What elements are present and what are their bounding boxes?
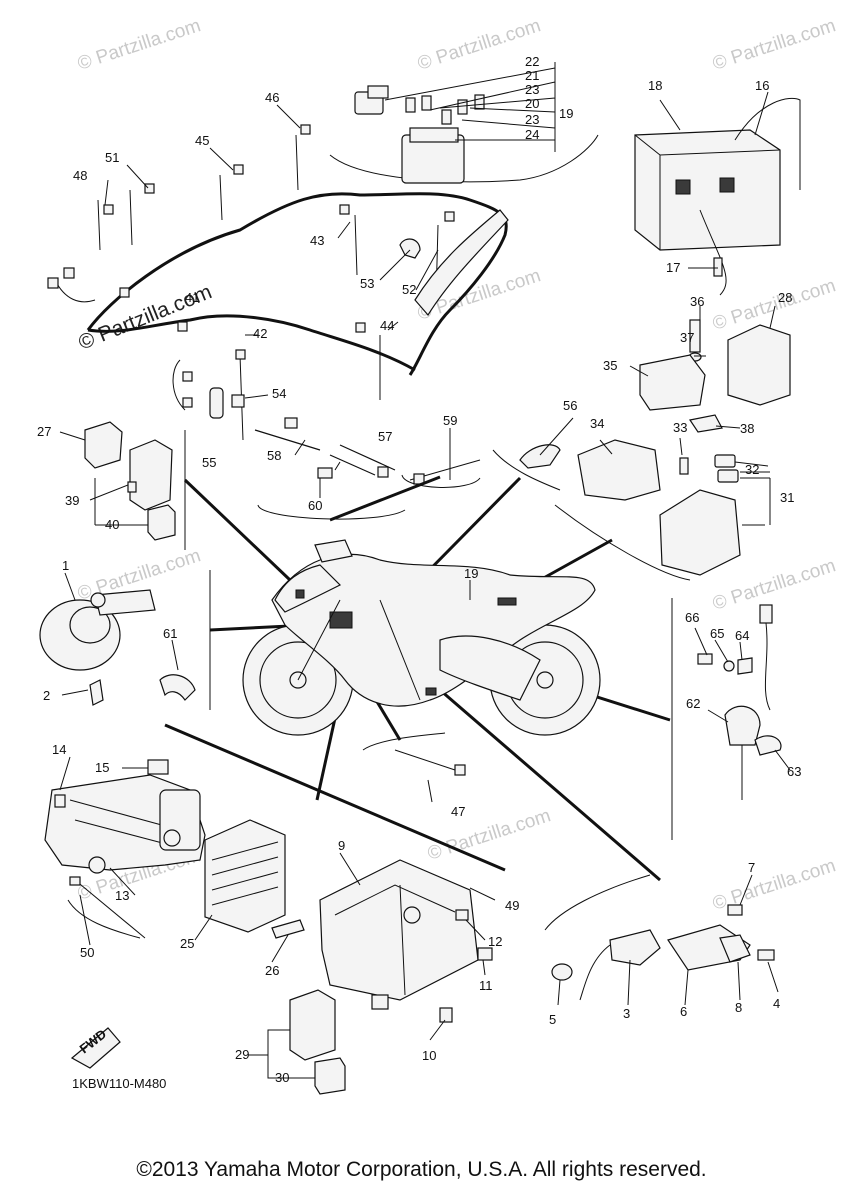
callout-63: 63 [787, 764, 801, 779]
watermark: © Partzilla.com [425, 805, 553, 865]
callout-55: 55 [202, 455, 216, 470]
callout-66: 66 [685, 610, 699, 625]
neutral-switch [697, 604, 782, 800]
callout-16: 16 [755, 78, 769, 93]
callout-leaders [59, 62, 791, 1079]
watermark: © Partzilla.com [75, 15, 203, 75]
callout-59: 59 [443, 413, 457, 428]
relays-left [84, 421, 176, 541]
callout-6: 6 [680, 1004, 687, 1019]
callout-29: 29 [235, 1047, 249, 1062]
callout-57: 57 [378, 429, 392, 444]
motorcycle [242, 539, 601, 736]
callout-7: 7 [748, 860, 755, 875]
watermark: © Partzilla.com [710, 15, 838, 75]
callout-1: 1 [62, 558, 69, 573]
watermark: © Partzilla.com [710, 275, 838, 335]
relay-parts-right [519, 319, 791, 576]
callout-26: 26 [265, 963, 279, 978]
callout-50: 50 [80, 945, 94, 960]
callout-40: 40 [105, 517, 119, 532]
callout-23-b: 23 [525, 112, 539, 127]
callout-52: 52 [402, 282, 416, 297]
callout-65: 65 [710, 626, 724, 641]
callout-43: 43 [310, 233, 324, 248]
ecu-tray [319, 859, 493, 1023]
callout-19-bike: 19 [464, 566, 478, 581]
callout-64: 64 [735, 628, 749, 643]
callout-32: 32 [745, 462, 759, 477]
battery [634, 97, 801, 296]
callout-62: 62 [686, 696, 700, 711]
callout-42: 42 [253, 326, 267, 341]
callout-41: 41 [185, 290, 199, 305]
callout-22: 22 [525, 54, 539, 69]
callout-38: 38 [740, 421, 754, 436]
fuse-box [354, 85, 485, 184]
regulator-assembly [44, 759, 305, 939]
callout-48: 48 [73, 168, 87, 183]
callout-56: 56 [563, 398, 577, 413]
horn [39, 589, 156, 706]
callout-3: 3 [623, 1006, 630, 1021]
callout-46: 46 [265, 90, 279, 105]
callout-31: 31 [780, 490, 794, 505]
wire-harness [54, 134, 599, 441]
group-brackets [67, 430, 691, 939]
callout-49: 49 [505, 898, 519, 913]
harness-connectors [47, 124, 455, 419]
callout-33: 33 [673, 420, 687, 435]
callout-44: 44 [380, 318, 394, 333]
callout-45: 45 [195, 133, 209, 148]
callout-24: 24 [525, 127, 539, 142]
callout-5: 5 [549, 1012, 556, 1027]
callout-13: 13 [115, 888, 129, 903]
callout-34: 34 [590, 416, 604, 431]
callout-25: 25 [180, 936, 194, 951]
callout-14: 14 [52, 742, 66, 757]
callout-54: 54 [272, 386, 286, 401]
callout-8: 8 [735, 1000, 742, 1015]
callout-2: 2 [43, 688, 50, 703]
callout-27: 27 [37, 424, 51, 439]
callout-30: 30 [275, 1070, 289, 1085]
callout-37: 37 [680, 330, 694, 345]
callout-53: 53 [360, 276, 374, 291]
callout-60: 60 [308, 498, 322, 513]
callout-21: 21 [525, 68, 539, 83]
callout-11: 11 [479, 978, 493, 993]
callout-9: 9 [338, 838, 345, 853]
callout-23-a: 23 [525, 82, 539, 97]
diagram-code: 1KBW110-M480 [72, 1076, 166, 1091]
callout-labels: 1 2 3 4 5 6 7 8 9 10 11 12 13 14 15 16 1… [37, 54, 801, 1085]
fwd-arrow: FWD [70, 1026, 121, 1069]
callout-28: 28 [778, 290, 792, 305]
callout-47: 47 [451, 804, 465, 819]
callout-20: 20 [525, 96, 539, 111]
watermark: © Partzilla.com [710, 555, 838, 615]
callout-58: 58 [267, 448, 281, 463]
callout-4: 4 [773, 996, 780, 1011]
callout-15: 15 [95, 760, 109, 775]
relays-bottom [289, 989, 346, 1095]
callout-12: 12 [488, 934, 502, 949]
callout-18: 18 [648, 78, 662, 93]
callout-19-fuses: 19 [559, 106, 573, 121]
copyright-notice: ©2013 Yamaha Motor Corporation, U.S.A. A… [136, 1158, 707, 1181]
callout-61: 61 [163, 626, 177, 641]
callout-35: 35 [603, 358, 617, 373]
callout-36: 36 [690, 294, 704, 309]
callout-10: 10 [422, 1048, 436, 1063]
callout-51: 51 [105, 150, 119, 165]
callout-39: 39 [65, 493, 79, 508]
callout-17: 17 [666, 260, 680, 275]
sidestand-switch [551, 904, 775, 1001]
